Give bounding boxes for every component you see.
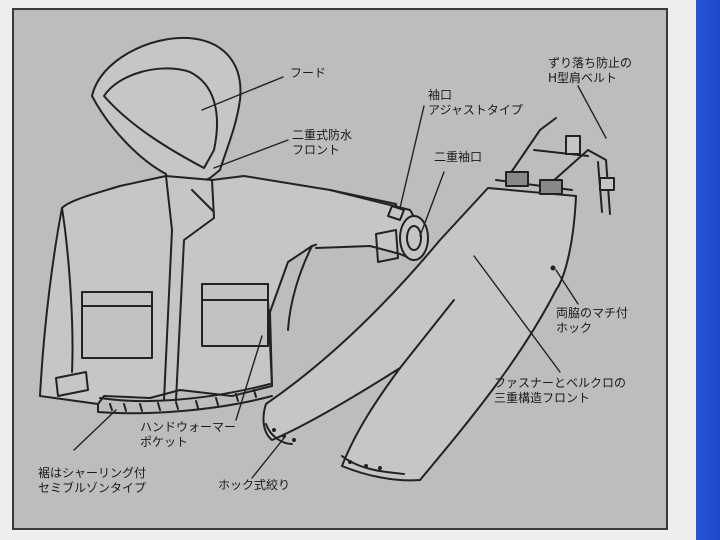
belt-buckle-right [599,177,615,191]
cuff-adjust-tab [375,229,399,263]
leader-side-hook [555,269,579,305]
label-h-belt: ずり落ち防止の H型肩ベルト [548,56,633,85]
right-pocket [201,283,269,347]
left-pocket [81,291,153,359]
leader-hood [201,76,284,111]
leader-double-cuff [419,171,445,237]
leader-front [213,139,289,169]
trousers-hem-left [265,423,293,445]
leader-h-belt [577,85,607,139]
label-double-front: 二重式防水 フロント [292,128,353,157]
label-hood: フード [290,66,327,80]
label-cuff-adjust: 袖口 アジャストタイプ [428,88,523,117]
h-belt-left [509,117,557,175]
trousers-drawing [262,117,615,482]
left-pocket-flap [81,291,153,307]
label-hook-cinch: ホック式絞り [218,478,291,492]
leader-zip-velcro [473,255,561,373]
label-hem: 裾はシャーリング付 セミブルゾンタイプ [38,466,147,495]
leader-hook-cinch [251,437,285,479]
belt-buckle-left [505,171,529,187]
leader-lines [73,76,607,479]
label-zip-velcro: ファスナーとベルクロの 三重構造フロント [494,376,627,405]
jacket-hem-shirring [97,383,273,415]
double-cuff-inner [406,225,422,251]
label-hand-warmer: ハンドウォーマー ポケット [140,420,237,449]
trousers-leg-split [399,299,455,369]
trousers-hem-right [341,455,405,475]
right-pocket-flap [201,283,269,301]
left-cuff-tab [55,371,89,397]
leader-hem [73,409,117,451]
jacket-hood [91,36,242,190]
jacket-collar [163,175,215,401]
belt-buckle-top [565,135,581,155]
leader-hand-warmer [235,335,263,421]
double-cuff [399,215,429,261]
label-side-hook: 両脇のマチ付 ホック [556,306,629,335]
leader-cuff-adjust [399,105,425,209]
trousers-body [262,187,577,482]
belt-buckle-mid [539,179,563,195]
label-double-cuff: 二重袖口 [434,150,483,164]
hood-opening [103,67,218,169]
hem-hooks [272,265,556,470]
jacket-drawing [39,36,429,415]
